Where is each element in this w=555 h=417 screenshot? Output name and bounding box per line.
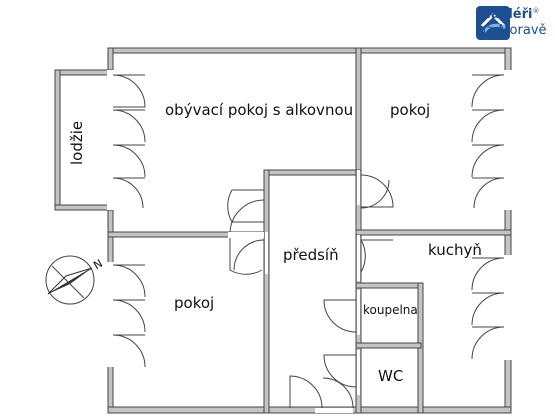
room-label-lodzie: lodžie — [68, 120, 86, 165]
brand-name: Makléři® — [478, 7, 540, 22]
room-label-bedroom-top: pokoj — [390, 101, 431, 119]
wall-top — [107, 47, 512, 54]
wall-hall-top — [263, 169, 362, 176]
house-square-logo-icon — [476, 6, 510, 40]
room-label-bedroom-bottom: pokoj — [174, 294, 215, 312]
wall-bottom — [107, 406, 512, 414]
balcony-top — [54, 69, 113, 76]
room-label-wc: WC — [378, 367, 404, 385]
wall-living-bedroom-top — [355, 47, 362, 171]
balcony-left — [54, 69, 61, 211]
room-label-hallway: předsíň — [283, 246, 339, 264]
walls — [54, 47, 512, 414]
door-swings — [112, 74, 505, 409]
openings — [107, 70, 512, 413]
registered-mark: ® — [532, 7, 540, 15]
wall-bath-top — [355, 282, 422, 289]
room-label-living: obývací pokoj s alkovnou — [165, 101, 354, 119]
wall-kitchen-top — [355, 229, 512, 236]
compass-rose-icon — [45, 255, 95, 305]
wall-hall-left — [263, 169, 270, 414]
brand-name-text: Makléři — [478, 7, 533, 22]
room-label-kitchen: kuchyň — [428, 241, 482, 259]
wall-bath-wc — [355, 342, 422, 349]
balcony-bottom — [54, 204, 113, 211]
brand-subtitle: na Moravě — [478, 23, 547, 38]
room-label-bathroom: koupelna — [363, 303, 418, 317]
